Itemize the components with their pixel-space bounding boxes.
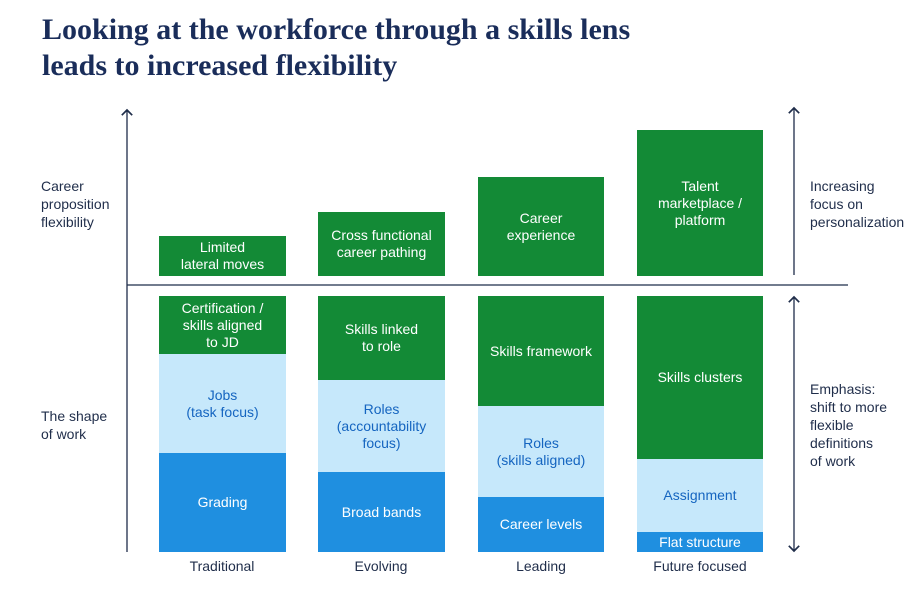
leading-role-block: Roles (skills aligned) [478,406,604,497]
column-label-leading: Leading [516,558,566,574]
column-label-evolving: Evolving [354,558,408,574]
page-title: Looking at the workforce through a skill… [42,12,902,84]
traditional-structure-block: Grading [159,453,286,552]
evolving-structure-block: Broad bands [318,472,445,552]
leading-skills-block: Skills framework [478,296,604,406]
leading-structure-block: Career levels [478,497,604,552]
evolving-role-block: Roles (accountability focus) [318,380,445,472]
emphasis-label: Emphasis: shift to more flexible definit… [810,381,888,469]
title-line-2: leads to increased flexibility [42,49,398,82]
leading-top-block: Career experience [478,177,604,276]
column-label-future-focused: Future focused [653,558,747,574]
future-role-block: Assignment [637,459,763,532]
future-top-block: Talent marketplace / platform [637,130,763,276]
shape-of-work-label: The shape of work [41,408,108,442]
column-label-traditional: Traditional [189,558,255,574]
evolving-top-block: Cross functional career pathing [318,212,445,276]
career-flexibility-label: Career proposition flexibility [41,178,110,230]
personalization-label: Increasing focus on personalization [810,178,905,230]
evolving-skills-block: Skills linked to role [318,296,445,380]
traditional-skills-block: Certification / skills aligned to JD [159,296,286,354]
traditional-top-block: Limited lateral moves [159,236,286,276]
future-skills-block: Skills clusters [637,296,763,459]
future-structure-block: Flat structure [637,532,763,552]
traditional-role-block: Jobs (task focus) [159,354,286,453]
title-line-1: Looking at the workforce through a skill… [42,13,631,46]
